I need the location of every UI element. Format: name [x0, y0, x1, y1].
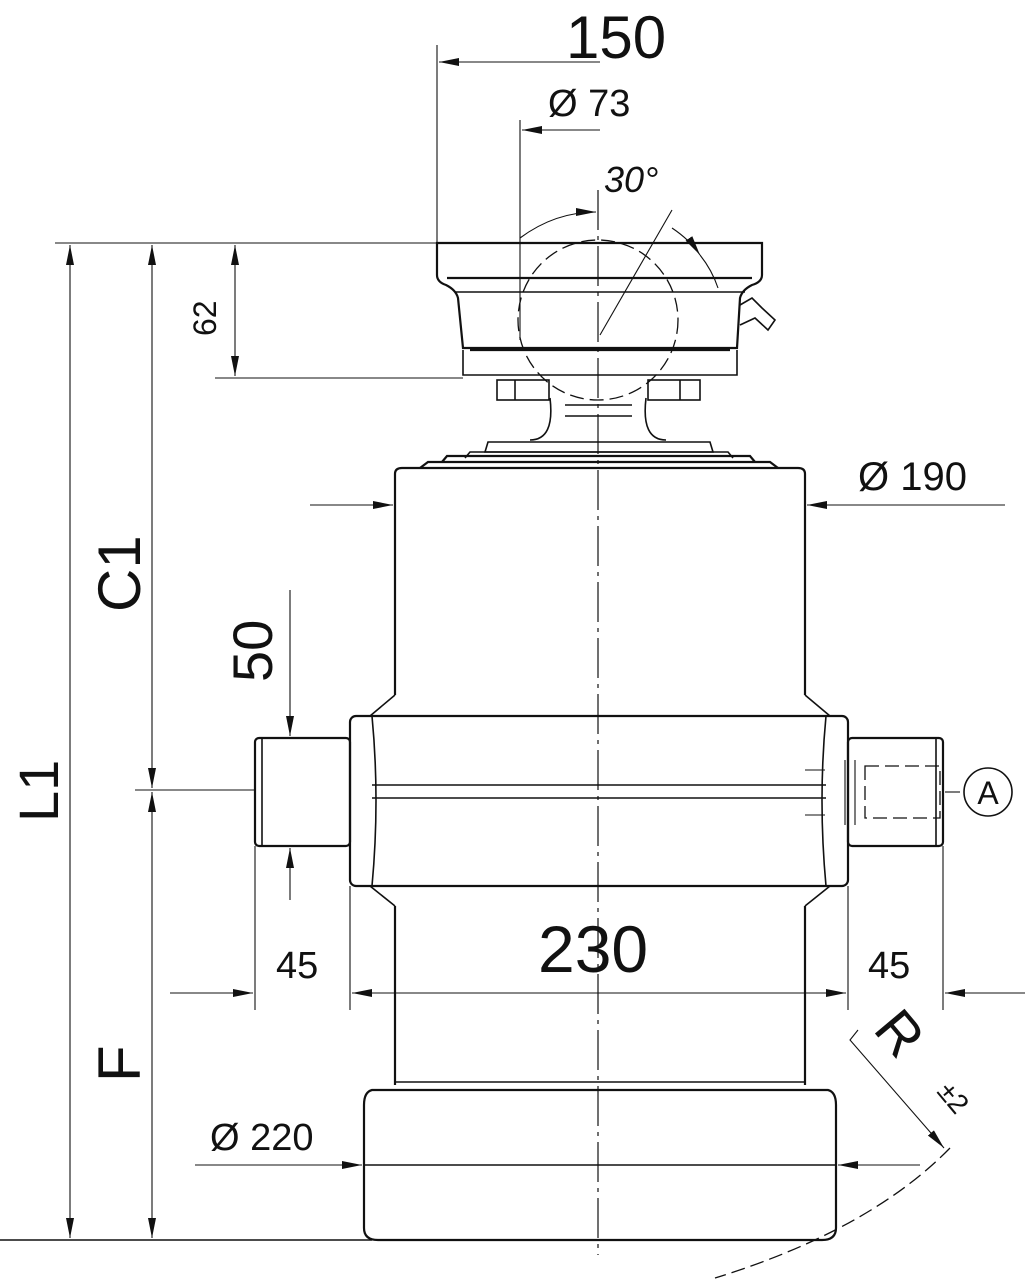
dim-62: 62	[187, 300, 223, 336]
top-cap	[435, 239, 777, 401]
dim-tolerance: ±2	[931, 1076, 975, 1120]
dim-dia-190: Ø 190	[858, 455, 967, 499]
dim-230: 230	[538, 912, 648, 986]
port-a-label: A	[977, 775, 999, 811]
dim-right-45: 45	[868, 945, 910, 987]
dim-150: 150	[566, 4, 666, 71]
dim-radius: R	[863, 997, 937, 1068]
dim-c1: C1	[86, 535, 153, 612]
neck	[419, 379, 779, 469]
dim-l1: L1	[7, 760, 70, 822]
port-a-circle	[963, 767, 1013, 817]
dim-dia-73: Ø 73	[548, 83, 630, 125]
trunnion-collar	[253, 714, 945, 907]
dim-f: F	[86, 1045, 153, 1082]
dim-50: 50	[221, 620, 284, 682]
dim-dia-220: Ø 220	[210, 1117, 314, 1159]
upper-cylinder	[369, 466, 831, 717]
dimension-lines	[55, 45, 1025, 1279]
dim-angle-30: 30°	[604, 159, 658, 200]
dim-left-45: 45	[276, 945, 318, 987]
